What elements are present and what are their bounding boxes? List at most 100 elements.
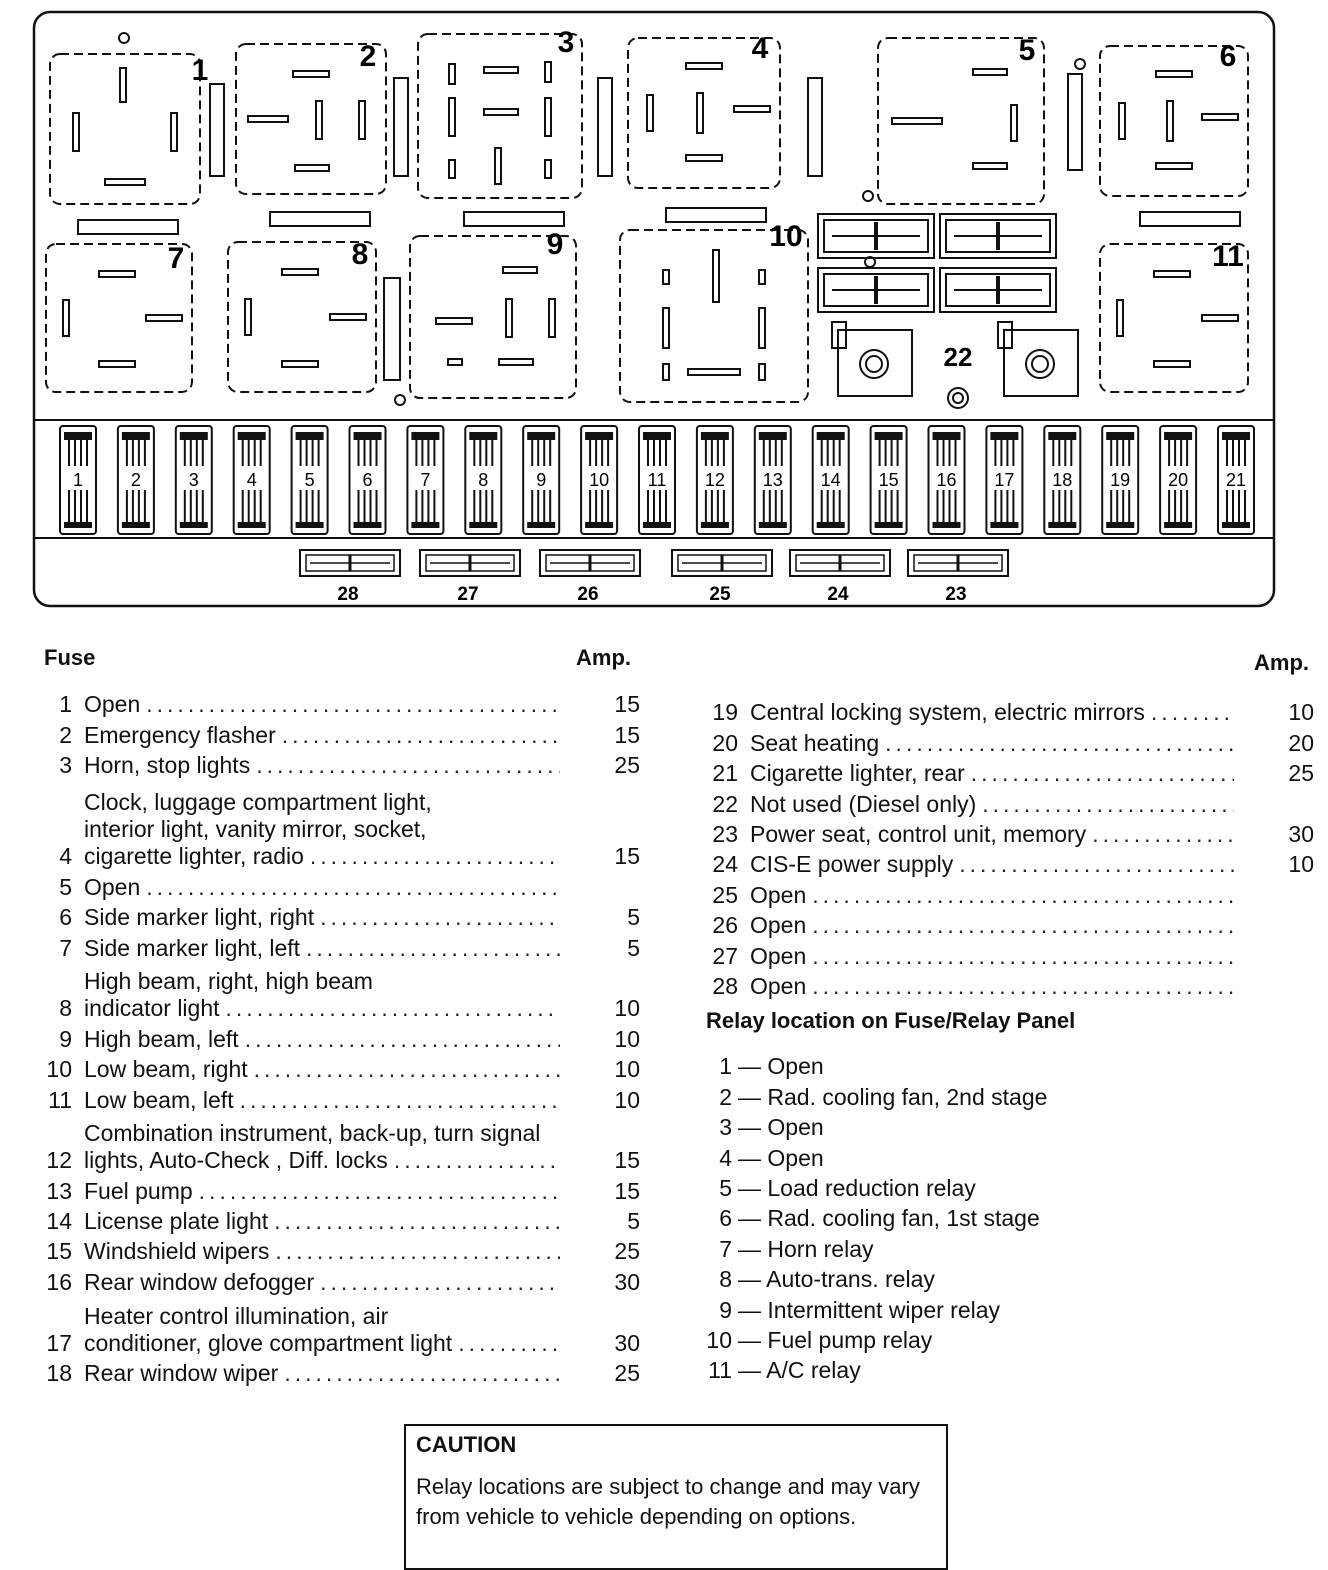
mounting-hole: [394, 394, 406, 406]
fuse-amp: 30: [614, 1329, 640, 1356]
fuse-description: Open....................................…: [750, 973, 1234, 1000]
relay-9: 9: [409, 228, 577, 399]
fuse-slot-body: [753, 425, 792, 535]
fuse-slot-number: 9: [536, 470, 546, 490]
fuse-slot-body: [695, 425, 734, 535]
bottom-fuse-frame: [299, 549, 401, 577]
fuse-amp: 25: [614, 1360, 640, 1387]
fuse-slot-cap: [1106, 522, 1135, 528]
fuse-description: Rear window defogger....................…: [84, 1269, 560, 1296]
dot-leader: ........................................…: [320, 904, 560, 931]
mounting-hole: [1074, 58, 1086, 70]
fuse-desc-last-line: Open....................................…: [84, 874, 560, 901]
fuse-slot-8: 8: [464, 425, 503, 535]
fuse-slot-body: [116, 425, 155, 535]
fuse-slot-body: [1043, 425, 1082, 535]
relay-description: — Auto-trans. relay: [738, 1266, 935, 1293]
relay-pin: [548, 298, 556, 338]
fuse-slot-body: [1217, 425, 1255, 535]
bottom-fuse-frame: [789, 549, 891, 577]
dot-leader: ........................................…: [253, 1056, 560, 1083]
relay-pin: [498, 358, 534, 366]
fuse-description: License plate light.....................…: [84, 1208, 560, 1235]
fuse-desc-line: Windshield wipers: [84, 1238, 270, 1265]
fuse-slot-cap: [932, 432, 961, 440]
relay-8: 8: [227, 238, 377, 393]
caution-text: Relay locations are subject to change an…: [416, 1474, 920, 1529]
fuse-amp: 5: [627, 934, 640, 961]
spacer-bar: [393, 77, 409, 177]
relay-row: 6— Rad. cooling fan, 1st stage: [700, 1202, 1300, 1232]
mini-fuse-frame: [939, 267, 1057, 313]
fuse-slot-number: 6: [362, 470, 372, 490]
fuse-desc-last-line: cigarette lighter, radio................…: [84, 843, 560, 870]
dot-leader: ........................................…: [812, 912, 1234, 939]
fuse-slot-number: 4: [247, 470, 257, 490]
mounting-hole: [118, 32, 130, 44]
relay-number-label: 6: [1220, 40, 1237, 73]
caution-title: CAUTION: [416, 1432, 517, 1457]
relay-pin: [544, 159, 552, 179]
relay-number: 5: [719, 1174, 732, 1201]
relay-pin: [972, 162, 1008, 170]
fuse-number: 7: [59, 934, 72, 961]
relay-row: 9— Intermittent wiper relay: [700, 1293, 1300, 1323]
relay-row: 2— Rad. cooling fan, 2nd stage: [700, 1080, 1300, 1110]
dot-leader: ........................................…: [812, 942, 1234, 969]
fuse-slot-cap: [1048, 432, 1077, 440]
fuse-amp: 30: [1288, 820, 1314, 847]
bottom-fuse-number: 24: [827, 584, 849, 605]
relay-outline: [409, 235, 577, 399]
relay-number-label: 10: [769, 220, 802, 253]
fuse-amp: 25: [1288, 760, 1314, 787]
fuse-slot-body: [1159, 425, 1198, 535]
fuse-desc-line: Cigarette lighter, rear: [750, 760, 965, 787]
dot-leader: ........................................…: [281, 721, 560, 748]
mounting-hole: [862, 190, 874, 202]
relay-pin: [1201, 314, 1239, 322]
relay-pin: [646, 94, 654, 132]
fuse-amp: 30: [614, 1268, 640, 1295]
fuse-slot-cap: [179, 522, 208, 528]
mini-fuse-holder: [939, 267, 1057, 313]
fuse-description: Cigarette lighter, rear.................…: [750, 760, 1234, 787]
fuse-desc-line: Not used (Diesel only): [750, 790, 977, 817]
fuse-description: Not used (Diesel only)..................…: [750, 791, 1234, 818]
fuse-slot-17: 17: [985, 425, 1024, 535]
fuse-slot-cap: [643, 522, 671, 528]
relay-outline: [235, 43, 387, 195]
panel-outline: [32, 10, 1276, 608]
dot-leader: ........................................…: [256, 752, 560, 779]
fuse-desc-last-line: Emergency flasher.......................…: [84, 722, 560, 749]
fuse-slot-cap: [1106, 432, 1135, 440]
fuse-slot-cap: [64, 432, 92, 440]
fuse-description: High beam, left.........................…: [84, 1026, 560, 1053]
fuse-amp: 10: [614, 995, 640, 1022]
fuse-amp: 10: [614, 1086, 640, 1113]
fuse-number: 18: [46, 1360, 72, 1387]
fuse-number: 17: [46, 1329, 72, 1356]
fuse-desc-line: Open: [750, 942, 807, 969]
fuse-desc-line: indicator light: [84, 995, 220, 1022]
fuse-number: 8: [59, 995, 72, 1022]
fuse-slot-cap: [469, 522, 498, 528]
relay-number-label: 5: [1019, 34, 1036, 67]
spacer-bar: [209, 83, 225, 177]
fuse-number: 1: [59, 691, 72, 718]
dot-leader: ........................................…: [1092, 820, 1234, 847]
fuse-description: Emergency flasher.......................…: [84, 722, 560, 749]
fuse-slot-number: 8: [478, 470, 488, 490]
fuse-amp: 15: [614, 1147, 640, 1174]
relay-pin: [502, 266, 538, 274]
fuse-description: Low beam, right.........................…: [84, 1056, 560, 1083]
relay-pin: [170, 112, 178, 152]
fuse-amp: 15: [614, 1177, 640, 1204]
fuse-slot-number: 10: [589, 470, 609, 490]
bottom-fuse-25: 25: [671, 549, 773, 605]
fuse-desc-line: Power seat, control unit, memory: [750, 820, 1087, 847]
